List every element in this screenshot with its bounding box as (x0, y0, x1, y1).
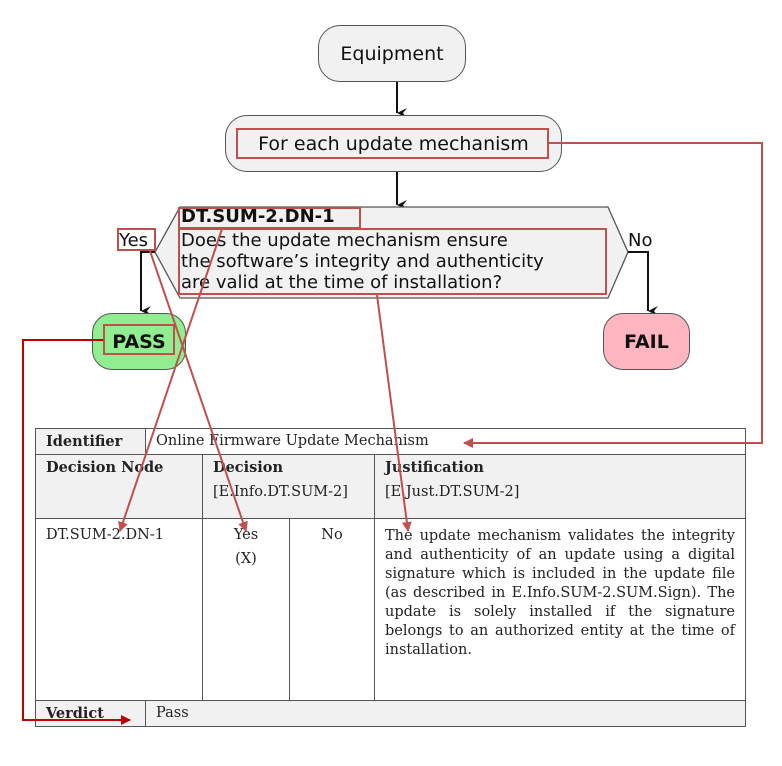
equipment-node: Equipment (318, 25, 466, 82)
identifier-value: Online Firmware Update Mechanism (145, 428, 746, 455)
decision-id-highlight-box (178, 207, 361, 229)
evaluation-table: Identifier Online Firmware Update Mechan… (35, 428, 746, 727)
no-branch-label: No (628, 230, 653, 251)
verdict-row: Verdict Pass (35, 700, 746, 727)
header-decision-ref: [E.Info.DT.SUM-2] (213, 484, 348, 500)
verdict-value: Pass (145, 700, 746, 727)
pass-highlight-box (103, 324, 175, 355)
header-row: Decision Node Decision [E.Info.DT.SUM-2]… (35, 454, 746, 519)
decision-id: DT.SUM-2.DN-1 (181, 206, 335, 227)
identifier-row: Identifier Online Firmware Update Mechan… (35, 428, 746, 455)
table-row: DT.SUM-2.DN-1 Yes (X) No The update mech… (35, 518, 746, 701)
row-decision-node: DT.SUM-2.DN-1 (35, 518, 203, 701)
header-justification-ref: [E.Just.DT.SUM-2] (385, 484, 520, 500)
question-line: the software’s integrity and authenticit… (181, 251, 544, 272)
arrow-yes-to-pass (140, 251, 155, 316)
header-decision: Decision [E.Info.DT.SUM-2] (202, 454, 375, 519)
verdict-label: Verdict (35, 700, 146, 727)
header-decision-node: Decision Node (35, 454, 203, 519)
row-no: No (289, 518, 375, 701)
header-decision-label: Decision (213, 459, 284, 476)
fail-label: FAIL (624, 330, 669, 353)
identifier-label: Identifier (35, 428, 146, 455)
header-justification: Justification [E.Just.DT.SUM-2] (374, 454, 746, 519)
question-line: are valid at the time of installation? (181, 272, 503, 293)
row-yes: Yes (X) (202, 518, 290, 701)
arrow-no-to-fail (628, 251, 658, 316)
question-line: Does the update mechanism ensure (181, 230, 508, 251)
equipment-label: Equipment (340, 42, 444, 65)
decision-question: Does the update mechanism ensure the sof… (181, 230, 611, 293)
header-justification-label: Justification (385, 459, 484, 476)
decision-question-highlight-box (178, 228, 607, 295)
yes-highlight-box (117, 228, 156, 251)
loop-highlight-box (236, 128, 549, 159)
loop-label: For each update mechanism (258, 132, 529, 155)
row-justification: The update mechanism validates the integ… (374, 518, 746, 701)
fail-node: FAIL (603, 313, 690, 370)
row-yes-label: Yes (233, 527, 259, 543)
row-yes-mark: (X) (235, 551, 257, 567)
